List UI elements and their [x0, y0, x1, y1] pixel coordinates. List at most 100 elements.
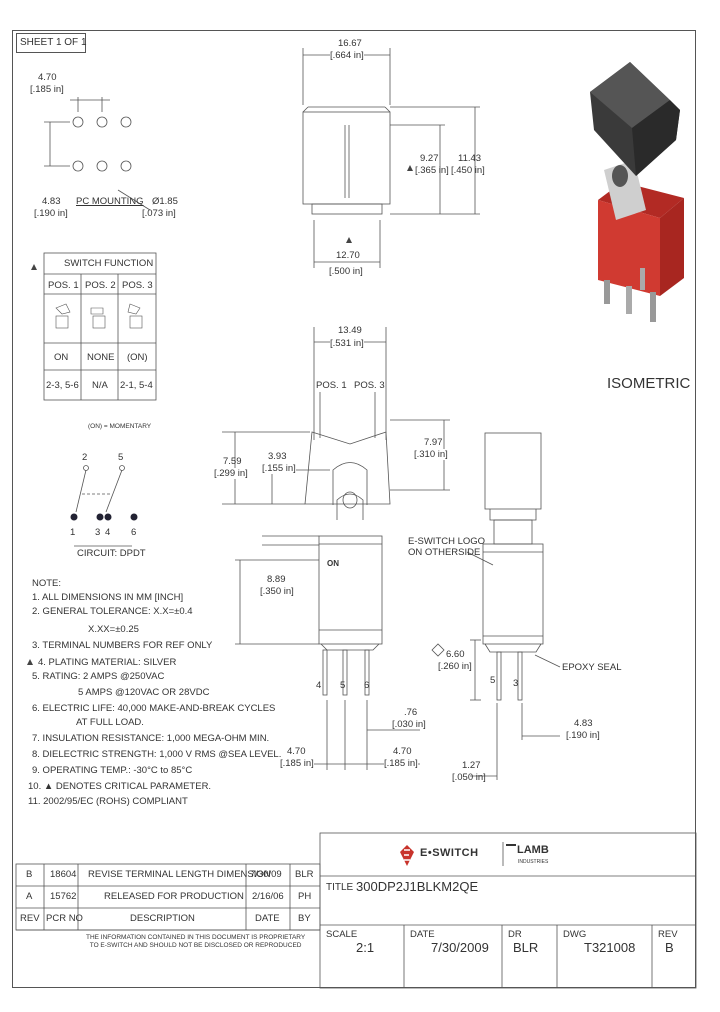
right-d3: 1.27	[462, 760, 481, 771]
rev-row2-by: PH	[298, 891, 312, 902]
right-d3-in: [.050 in]	[452, 772, 486, 783]
sf-state-1: ON	[54, 352, 69, 363]
rev-row1-by: BLR	[295, 869, 314, 880]
note-4: 4. PLATING MATERIAL: SILVER	[38, 657, 177, 668]
right-d2-in: [.190 in]	[566, 730, 600, 741]
note-9: 9. OPERATING TEMP.: -30°C to 85°C	[32, 765, 193, 776]
date-value: 7/30/2009	[431, 940, 489, 955]
rev-row1-desc: REVISE TERMINAL LENGTH DIMENSION	[88, 869, 271, 880]
circuit-num-6: 6	[131, 527, 137, 538]
rev-header-rev: REV	[20, 913, 40, 924]
sheet-label: SHEET 1 OF 1	[20, 37, 87, 48]
side-d4: 8.89	[267, 574, 286, 585]
front-width: 16.67	[338, 38, 362, 49]
rev-row1-date: 7/30/09	[250, 869, 282, 880]
note-2: 2. GENERAL TOLERANCE: X.X=±0.4	[32, 606, 193, 617]
notes-title: NOTE:	[32, 578, 62, 589]
front-base: 12.70	[336, 250, 360, 261]
circuit-num-3: 3	[95, 527, 101, 538]
side-d4-in: [.350 in]	[260, 586, 294, 597]
side-on-label: ON	[327, 559, 339, 568]
note-3: 3. TERMINAL NUMBERS FOR REF ONLY	[32, 640, 213, 651]
sf-conn-2: N/A	[92, 380, 108, 391]
front-h2-in: [.450 in]	[451, 165, 485, 176]
isometric-label: ISOMETRIC	[607, 375, 691, 392]
note-6: 6. ELECTRIC LIFE: 40,000 MAKE-AND-BREAK …	[32, 703, 276, 714]
right-d1: 6.60	[446, 649, 465, 660]
front-h2: 11.43	[458, 153, 482, 164]
brand-lamb: LAMB	[517, 844, 549, 856]
right-d2: 4.83	[574, 718, 593, 729]
right-pin-5: 5	[490, 675, 496, 686]
front-h1-in: [.365 in]	[415, 165, 449, 176]
side-d2-in: [.155 in]	[262, 463, 296, 474]
right-pin-3: 3	[513, 678, 519, 689]
right-d1-in: [.260 in]	[438, 661, 472, 672]
sf-header-2: POS. 2	[85, 280, 116, 291]
note-10: 10. ▲ DENOTES CRITICAL PARAMETER.	[28, 781, 212, 792]
side-width: 13.49	[338, 325, 362, 336]
date-label: DATE	[410, 929, 435, 940]
side-d5: .76	[404, 707, 418, 718]
scale-label: SCALE	[326, 929, 358, 940]
circuit-num-5: 5	[118, 452, 124, 463]
side-pin-4: 4	[316, 680, 322, 691]
rev-row2-desc: RELEASED FOR PRODUCTION	[104, 891, 244, 902]
title-label: TITLE	[326, 882, 354, 893]
drawing-sheet	[12, 30, 696, 988]
front-h1: 9.27	[420, 153, 439, 164]
sf-state-2: NONE	[87, 352, 115, 363]
switch-function-title: SWITCH FUNCTION	[64, 258, 154, 269]
note-11: 11. 2002/95/EC (ROHS) COMPLIANT	[28, 796, 188, 807]
dr-label: DR	[508, 929, 522, 940]
title-value: 300DP2J1BLKM2QE	[356, 879, 479, 894]
circuit-num-2: 2	[82, 452, 88, 463]
right-epoxy: EPOXY SEAL	[562, 662, 622, 673]
side-d5-in: [.030 in]	[392, 719, 426, 730]
note-6b: AT FULL LOAD.	[76, 717, 144, 728]
sf-state-3: (ON)	[127, 352, 148, 363]
pc-dim-bottom: 4.83	[42, 196, 61, 207]
sf-header-3: POS. 3	[122, 280, 153, 291]
rev-header-pcr: PCR NO	[46, 913, 83, 924]
front-width-in: [.664 in]	[330, 50, 364, 61]
note-8: 8. DIELECTRIC STRENGTH: 1,000 V RMS @SEA…	[32, 749, 282, 760]
brand-eswitch: E•SWITCH	[420, 847, 479, 859]
side-d7: 4.70	[393, 746, 412, 757]
pc-hole-in: [.073 in]	[142, 208, 176, 219]
circuit-num-1: 1	[70, 527, 76, 538]
right-logo-note: E-SWITCH LOGO ON OTHERSIDE	[408, 536, 486, 558]
rev-header-by: BY	[298, 913, 311, 924]
pc-hole: Ø1.85	[152, 196, 178, 207]
pc-dim-top-in: [.185 in]	[30, 84, 64, 95]
pc-dim-top: 4.70	[38, 72, 57, 83]
note-2b: X.XX=±0.25	[88, 624, 139, 635]
note-7: 7. INSULATION RESISTANCE: 1,000 MEGA-OHM…	[32, 733, 270, 744]
side-d3-in: [.310 in]	[414, 449, 448, 460]
rev-value: B	[665, 940, 674, 955]
sf-footnote: (ON) = MOMENTARY	[88, 423, 152, 430]
circuit-num-4: 4	[105, 527, 111, 538]
side-pos1: POS. 1	[316, 380, 347, 391]
side-pos3: POS. 3	[354, 380, 385, 391]
side-width-in: [.531 in]	[330, 338, 364, 349]
circuit-label: CIRCUIT: DPDT	[77, 548, 146, 559]
scale-value: 2:1	[356, 940, 375, 955]
side-pin-6: 6	[364, 680, 370, 691]
side-d1: 7.59	[223, 456, 242, 467]
rev-header-desc: DESCRIPTION	[130, 913, 195, 924]
rev-row2-pcr: 15762	[50, 891, 77, 902]
side-d6-in: [.185 in]	[280, 758, 314, 769]
note-1: 1. ALL DIMENSIONS IN MM [INCH]	[32, 592, 184, 603]
rev-row1-rev: B	[26, 869, 33, 880]
isometric-switch-image	[590, 62, 684, 322]
sf-conn-3: 2-1, 5-4	[120, 380, 153, 391]
rev-header-date: DATE	[255, 913, 280, 924]
dwg-value: T321008	[584, 940, 636, 955]
side-d2: 3.93	[268, 451, 287, 462]
brand-lamb-sub: INDUSTRIES	[518, 859, 549, 865]
side-d3: 7.97	[424, 437, 443, 448]
dwg-label: DWG	[563, 929, 587, 940]
rev-label: REV	[658, 929, 678, 940]
